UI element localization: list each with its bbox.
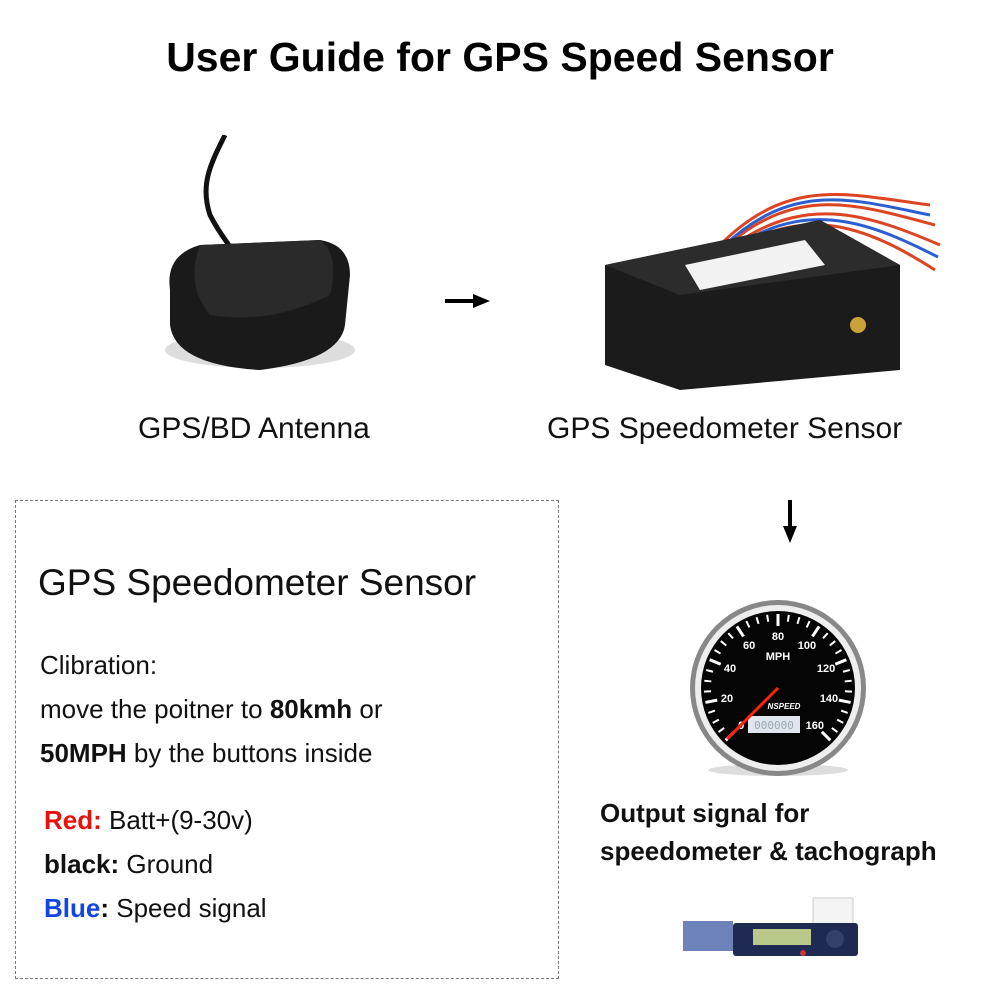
gauge-tick (705, 669, 714, 673)
gauge-tick (727, 632, 734, 640)
gauge-tick-label: 40 (724, 663, 736, 675)
wire-black: black: Ground (44, 849, 214, 879)
gauge-tick (829, 640, 836, 647)
antenna-label: GPS/BD Antenna (138, 412, 370, 445)
gauge-tick (707, 709, 716, 714)
gauge-tick (786, 614, 790, 622)
gauge-needle (726, 686, 780, 740)
gauge-tick (842, 669, 851, 673)
wire-blue: Blue: Speed signal (44, 893, 267, 923)
odometer-display: 000000 (754, 719, 794, 732)
gauge-tick (714, 649, 722, 655)
gauge-tick (712, 718, 720, 724)
sensor-label: GPS Speedometer Sensor (547, 412, 903, 445)
instructions-panel (15, 500, 559, 979)
gauge-tick (709, 658, 722, 666)
gauge-tick (720, 640, 727, 647)
gauge-tick (704, 679, 712, 683)
output-line-2: speedometer & tachograph (600, 836, 937, 866)
gauge-brand: NSPEED (768, 702, 801, 711)
calibration-line-1: move the poitner to 80kmh or (40, 694, 383, 724)
gauge-tick-label: 20 (721, 693, 733, 705)
gauge-tick (844, 679, 852, 683)
gauge-tick (811, 625, 821, 638)
arrow-right-icon (445, 294, 490, 308)
gauge-tick (745, 620, 751, 628)
gauge-tick (705, 698, 718, 704)
gauge-tick-label: 140 (820, 693, 838, 705)
gps-antenna-image (165, 135, 355, 370)
gauge-tick (831, 727, 839, 733)
gauge-tick (834, 649, 842, 655)
gauge-tick (836, 718, 844, 724)
gauge-tick (805, 620, 811, 628)
odometer-screen (748, 716, 800, 733)
gauge-tick-label: 120 (817, 663, 835, 675)
gauge-tick-label: 100 (798, 640, 816, 652)
gauge-tick (796, 616, 801, 625)
arrow-down-icon (783, 500, 797, 543)
panel-title: GPS Speedometer Sensor (38, 562, 477, 603)
gauge-tick-label: 160 (806, 720, 824, 732)
output-line-1: Output signal for (600, 798, 810, 828)
calibration-line-2: 50MPH by the buttons inside (40, 738, 373, 768)
gauge-tick (735, 625, 745, 638)
page-title: User Guide for GPS Speed Sensor (166, 34, 834, 80)
tachograph-image (683, 897, 858, 956)
gauge-unit: MPH (766, 651, 791, 663)
gauge-tick (822, 632, 829, 640)
gauge-tick-label: 80 (772, 631, 784, 643)
gauge-tick (834, 658, 847, 666)
gauge-tick (838, 698, 851, 704)
gauge-tick (840, 709, 849, 714)
calibration-heading: Clibration: (40, 650, 158, 680)
gauge-tick-label: 60 (743, 640, 755, 652)
gauge-tick (717, 727, 725, 733)
wire-red: Red: Batt+(9-30v) (44, 805, 253, 835)
gauge-tick (820, 730, 832, 742)
gauge-tick (755, 616, 760, 625)
gauge-tick (766, 614, 770, 622)
gps-sensor-box-image (605, 193, 941, 390)
